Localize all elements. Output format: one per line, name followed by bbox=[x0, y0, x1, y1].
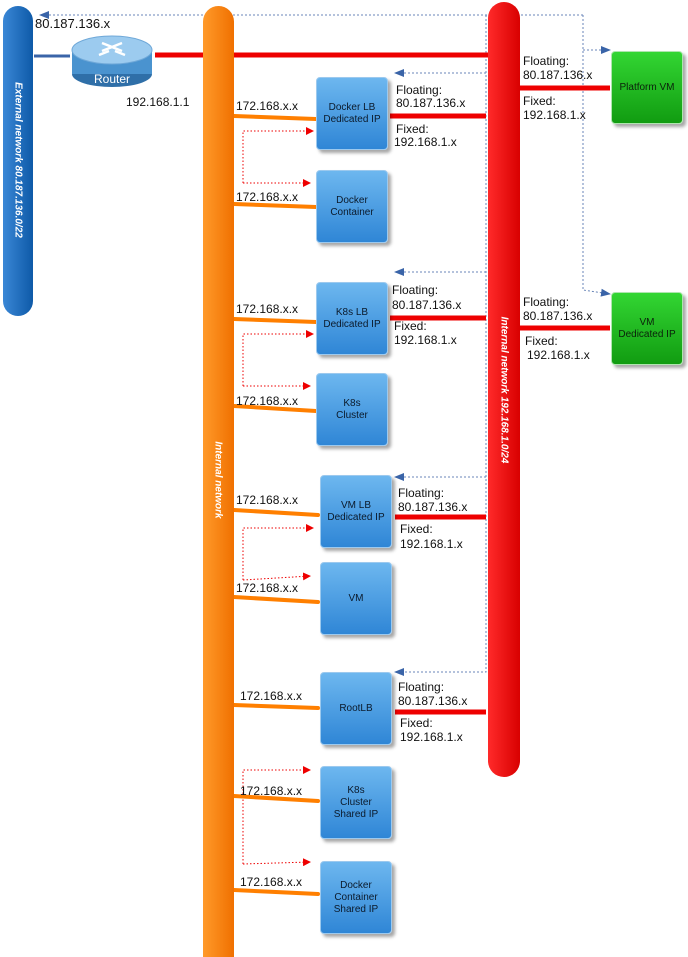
fixed-label: Fixed: bbox=[523, 94, 556, 108]
floating-ip: 80.187.136.x bbox=[523, 309, 593, 323]
internal-ip-label: 172.168.x.x bbox=[236, 99, 299, 113]
docker-lb-box[interactable]: Docker LB Dedicated IP bbox=[316, 77, 388, 150]
floating-ip: 80.187.136.x bbox=[398, 500, 468, 514]
docker-lb-label: Docker LB Dedicated IP bbox=[323, 101, 381, 125]
vm-lb-box[interactable]: VM LB Dedicated IP bbox=[320, 475, 392, 548]
k8s-cluster-label: K8s Cluster bbox=[336, 397, 368, 421]
fixed-label: Fixed: bbox=[525, 334, 558, 348]
floating-label: Floating: bbox=[398, 680, 445, 694]
internal-network-bar bbox=[203, 6, 234, 957]
vm-box[interactable]: VM bbox=[320, 562, 392, 635]
external-network-label: External network 80.187.136.0/22 bbox=[12, 82, 24, 238]
platform-vm-label: Platform VM bbox=[619, 81, 675, 93]
internal-network-label: Internal network bbox=[212, 441, 224, 519]
floating-ip: 80.187.136.x bbox=[392, 298, 462, 312]
internal-ip-label: 172.168.x.x bbox=[236, 493, 299, 507]
root-lb-label: RootLB bbox=[339, 702, 373, 714]
router-label: Router bbox=[93, 72, 131, 86]
docker-container-box[interactable]: Docker Container bbox=[316, 170, 388, 243]
vm-dedicated-label: VM Dedicated IP bbox=[618, 316, 676, 340]
internal-192-network-bar bbox=[488, 2, 520, 777]
floating-label: Floating: bbox=[523, 54, 570, 68]
floating-ip: 80.187.136.x bbox=[396, 96, 466, 110]
internal-ip-label: 172.168.x.x bbox=[236, 394, 299, 408]
external-network-bar bbox=[3, 6, 33, 316]
fixed-label: Fixed: bbox=[400, 716, 433, 730]
fixed-ip: 192.168.1.x bbox=[527, 348, 590, 362]
floating-label: Floating: bbox=[523, 295, 570, 309]
fixed-label: Fixed: bbox=[396, 122, 429, 136]
fixed-label: Fixed: bbox=[400, 522, 433, 536]
internal-ip-label: 172.168.x.x bbox=[240, 784, 303, 798]
docker-container-label: Docker Container bbox=[330, 194, 374, 218]
floating-label: Floating: bbox=[398, 486, 445, 500]
router-external-ip: 80.187.136.x bbox=[35, 16, 111, 31]
k8s-shared-box[interactable]: K8s Cluster Shared IP bbox=[320, 766, 392, 839]
internal-ip-label: 172.168.x.x bbox=[236, 190, 299, 204]
docker-shared-box[interactable]: Docker Container Shared IP bbox=[320, 861, 392, 934]
floating-label: Floating: bbox=[396, 83, 443, 97]
floating-ip: 80.187.136.x bbox=[398, 694, 468, 708]
internal-links bbox=[232, 114, 320, 896]
internal-ip-label: 172.168.x.x bbox=[240, 689, 303, 703]
platform-vm-box[interactable]: Platform VM bbox=[611, 51, 683, 124]
vm-lb-label: VM LB Dedicated IP bbox=[327, 499, 385, 523]
root-lb-box[interactable]: RootLB bbox=[320, 672, 392, 745]
vm-label: VM bbox=[348, 592, 364, 604]
fixed-label: Fixed: bbox=[394, 319, 427, 333]
fixed-ip: 192.168.1.x bbox=[400, 730, 463, 744]
internal-ip-label: 172.168.x.x bbox=[240, 875, 303, 889]
router-icon[interactable]: Router bbox=[69, 28, 155, 90]
fixed-ip: 192.168.1.x bbox=[394, 333, 457, 347]
floating-ip: 80.187.136.x bbox=[523, 68, 593, 82]
fixed-ip: 192.168.1.x bbox=[523, 108, 586, 122]
k8s-lb-box[interactable]: K8s LB Dedicated IP bbox=[316, 282, 388, 355]
internal-ip-label: 172.168.x.x bbox=[236, 302, 299, 316]
k8s-lb-label: K8s LB Dedicated IP bbox=[323, 306, 381, 330]
vm-dedicated-box[interactable]: VM Dedicated IP bbox=[611, 292, 683, 365]
fixed-ip: 192.168.1.x bbox=[394, 135, 457, 149]
router-internal-ip: 192.168.1.1 bbox=[126, 95, 190, 109]
k8s-shared-label: K8s Cluster Shared IP bbox=[333, 784, 379, 820]
docker-shared-label: Docker Container Shared IP bbox=[333, 879, 379, 915]
internal-routes bbox=[242, 127, 314, 867]
floating-ip-links bbox=[39, 11, 611, 676]
fixed-ip: 192.168.1.x bbox=[400, 537, 463, 551]
k8s-cluster-box[interactable]: K8s Cluster bbox=[316, 373, 388, 446]
internal-192-network-label: Internal network 192.168.1.0/24 bbox=[498, 316, 510, 464]
floating-label: Floating: bbox=[392, 283, 439, 297]
internal-ip-label: 172.168.x.x bbox=[236, 581, 299, 595]
